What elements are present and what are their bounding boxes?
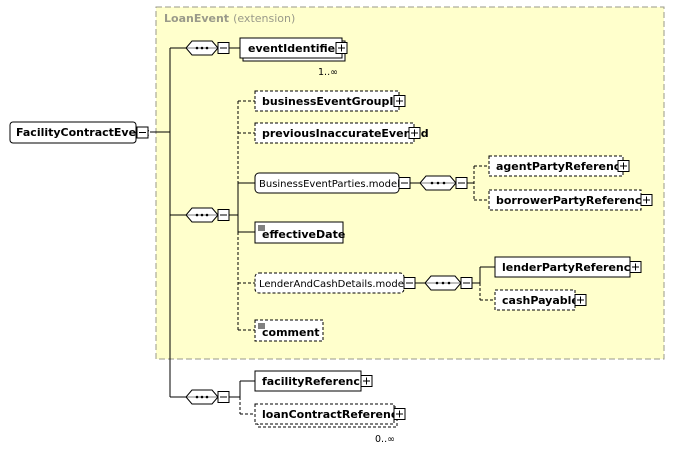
svg-text:cashPayable: cashPayable (502, 294, 579, 307)
group-lender-and-cash-details-model[interactable]: LenderAndCashDetails.model (254, 272, 416, 294)
collapse-icon[interactable] (398, 177, 411, 189)
svg-text:lenderPartyReference: lenderPartyReference (502, 261, 638, 274)
svg-text:LenderAndCashDetails.model: LenderAndCashDetails.model (259, 279, 407, 290)
element-event-identifier[interactable]: eventIdentifier 1..∞ (239, 37, 348, 78)
root-element-facility-contract-event[interactable]: FacilityContractEvent (9, 121, 149, 144)
expand-icon[interactable] (393, 95, 406, 107)
collapse-icon[interactable] (136, 126, 149, 139)
sequence-compositor[interactable] (185, 40, 230, 56)
expand-icon[interactable] (335, 42, 348, 54)
svg-text:BusinessEventParties.model: BusinessEventParties.model (259, 179, 400, 190)
svg-text:effectiveDate: effectiveDate (262, 228, 345, 241)
cardinality-label: 0..∞ (375, 434, 395, 445)
svg-text:facilityReference: facilityReference (262, 375, 367, 388)
group-business-event-parties-model[interactable]: BusinessEventParties.model (254, 172, 411, 194)
expand-icon[interactable] (360, 375, 373, 387)
element-facility-reference[interactable]: facilityReference (254, 370, 373, 392)
element-comment[interactable]: comment (254, 319, 324, 342)
element-lender-party-reference[interactable]: lenderPartyReference (494, 256, 642, 278)
svg-text:previousInaccurateEventId: previousInaccurateEventId (262, 127, 429, 140)
expand-icon[interactable] (408, 127, 421, 139)
connectors (150, 47, 495, 415)
expand-icon[interactable] (629, 261, 642, 273)
collapse-icon[interactable] (217, 42, 230, 54)
element-cash-payable[interactable]: cashPayable (494, 289, 587, 311)
element-previous-inaccurate-event-id[interactable]: previousInaccurateEventId (254, 122, 429, 144)
element-agent-party-reference[interactable]: agentPartyReference (488, 155, 630, 177)
sequence-compositor[interactable] (185, 389, 230, 405)
collapse-icon[interactable] (460, 277, 473, 289)
cardinality-label: 1..∞ (318, 67, 338, 78)
expand-icon[interactable] (574, 294, 587, 306)
element-business-event-group-id[interactable]: businessEventGroupId (254, 90, 406, 112)
simple-type-icon (258, 225, 265, 231)
collapse-icon[interactable] (403, 277, 416, 289)
svg-text:borrowerPartyReference: borrowerPartyReference (496, 194, 649, 207)
expand-icon[interactable] (640, 194, 653, 206)
svg-text:eventIdentifier: eventIdentifier (248, 42, 341, 55)
svg-text:agentPartyReference: agentPartyReference (496, 160, 628, 173)
element-borrower-party-reference[interactable]: borrowerPartyReference (488, 189, 653, 211)
svg-text:comment: comment (262, 326, 320, 339)
collapse-icon[interactable] (217, 391, 230, 403)
element-loan-contract-reference[interactable]: loanContractReference 0..∞ (254, 403, 406, 445)
sequence-compositor[interactable] (185, 207, 230, 223)
svg-text:loanContractReference: loanContractReference (262, 408, 405, 421)
collapse-icon[interactable] (455, 177, 468, 189)
expand-icon[interactable] (617, 160, 630, 172)
svg-text:FacilityContractEvent: FacilityContractEvent (16, 126, 149, 139)
sequence-compositor[interactable] (424, 275, 473, 291)
collapse-icon[interactable] (217, 209, 230, 221)
expand-icon[interactable] (393, 408, 406, 420)
svg-text:businessEventGroupId: businessEventGroupId (262, 95, 401, 108)
element-effective-date[interactable]: effectiveDate (254, 221, 345, 244)
simple-type-icon (258, 323, 265, 329)
sequence-compositor[interactable] (419, 175, 468, 191)
extension-title: LoanEvent(extension) (164, 12, 295, 25)
